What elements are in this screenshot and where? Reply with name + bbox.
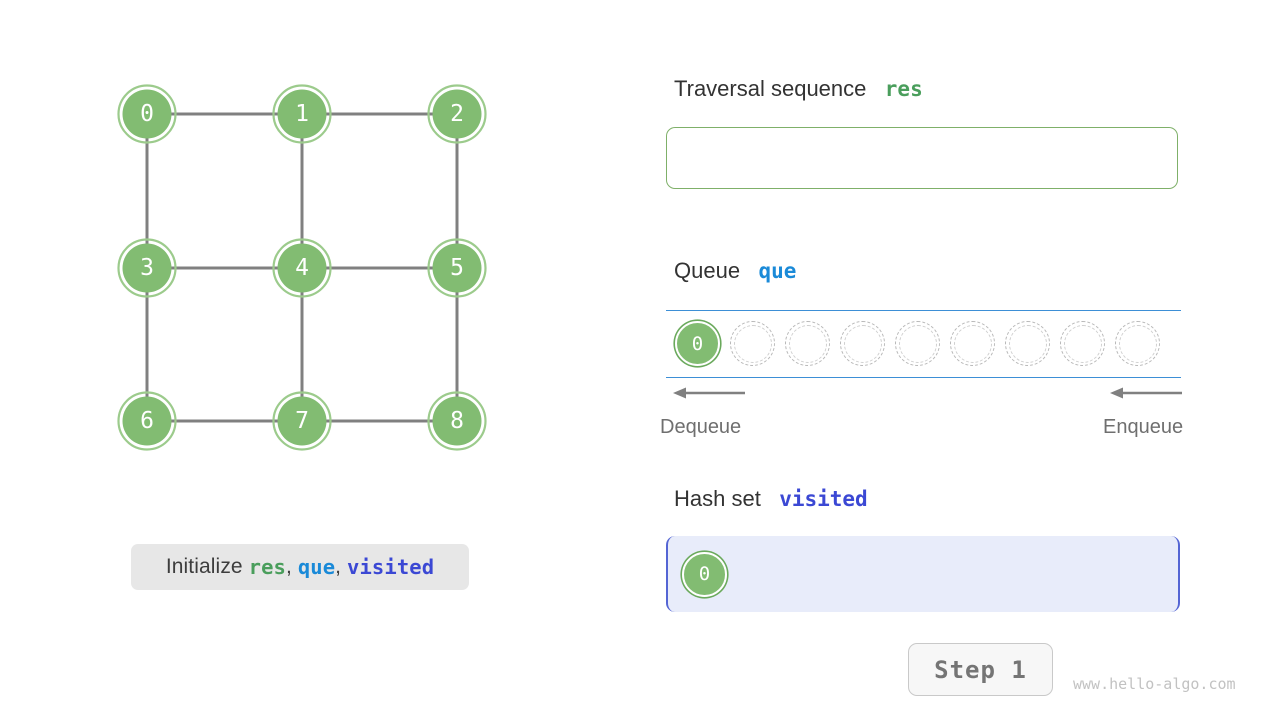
graph-node-5[interactable]: 5: [427, 238, 487, 298]
hash-set-item: 0: [682, 551, 727, 597]
graph-node-label: 3: [140, 255, 154, 281]
graph-node-ring: [427, 391, 487, 451]
dequeue-label: Dequeue: [660, 416, 742, 438]
queue-slot: 0: [670, 310, 725, 377]
graph-node-ring: [427, 238, 487, 298]
queue-slot: [1110, 310, 1165, 377]
graph-node-circle: [432, 396, 482, 446]
caption-res: res: [248, 555, 286, 579]
graph-node-ring: [272, 391, 332, 451]
graph-node-circle: [432, 243, 482, 293]
queue-title-prefix: Queue: [674, 258, 741, 283]
graph-nodes: 0 1 2 3 4 5 6 7 8: [117, 84, 487, 451]
res-container: [666, 127, 1178, 189]
queue-empty-slot: [950, 321, 995, 366]
caption-comma-1: ,: [285, 555, 292, 578]
queue-empty-slot: [1060, 321, 1105, 366]
queue-rail-bottom: [666, 377, 1181, 378]
res-title-prefix: Traversal sequence: [674, 76, 867, 101]
queue-empty-slot: [1115, 321, 1160, 366]
state-panel: Traversal sequence res Queue que 0 Deque…: [640, 0, 1280, 720]
watermark: www.hello-algo.com: [1073, 675, 1236, 693]
graph-node-ring: [272, 84, 332, 144]
caption-visited: visited: [347, 555, 435, 579]
hash-set-container: 0: [666, 536, 1180, 612]
queue-title-variable: que: [758, 259, 797, 283]
hash-section-title: Hash set visited: [674, 486, 868, 512]
graph-node-1[interactable]: 1: [272, 84, 332, 144]
graph-panel: 0 1 2 3 4 5 6 7 8 Initialize res , que , visited: [0, 0, 620, 720]
graph-node-2[interactable]: 2: [427, 84, 487, 144]
graph-node-circle: [277, 243, 327, 293]
graph-node-ring: [117, 238, 177, 298]
queue-empty-slot: [730, 321, 775, 366]
queue-slot: [780, 310, 835, 377]
graph-node-label: 6: [140, 408, 154, 434]
queue-slot: [835, 310, 890, 377]
graph-node-circle: [277, 396, 327, 446]
graph-edges: [145, 112, 459, 423]
graph-node-0[interactable]: 0: [117, 84, 177, 144]
queue-slot: [945, 310, 1000, 377]
queue-empty-slot: [785, 321, 830, 366]
enqueue-arrow-icon: [1110, 387, 1182, 399]
enqueue-label: Enqueue: [1103, 416, 1184, 438]
graph-node-ring: [427, 84, 487, 144]
caption-comma-2: ,: [335, 555, 342, 578]
graph-node-circle: [122, 396, 172, 446]
queue-empty-slot: [840, 321, 885, 366]
graph-node-6[interactable]: 6: [117, 391, 177, 451]
graph-node-label: 7: [295, 408, 309, 434]
step-badge: Step 1: [908, 643, 1053, 696]
queue-container: 0: [666, 310, 1181, 378]
graph-node-ring: [117, 391, 177, 451]
res-section-title: Traversal sequence res: [674, 76, 923, 102]
graph-node-ring: [117, 84, 177, 144]
graph-node-circle: [277, 89, 327, 139]
queue-item: 0: [675, 321, 720, 366]
graph-caption: Initialize res , que , visited: [131, 544, 469, 590]
graph-node-3[interactable]: 3: [117, 238, 177, 298]
queue-empty-slot: [1005, 321, 1050, 366]
caption-que: que: [297, 555, 336, 579]
graph-node-circle: [122, 89, 172, 139]
graph-node-7[interactable]: 7: [272, 391, 332, 451]
queue-slot: [1055, 310, 1110, 377]
graph-node-label: 4: [295, 255, 309, 281]
queue-slots: 0: [670, 310, 1181, 377]
caption-prefix: Initialize: [165, 555, 243, 578]
bfs-graph-svg: 0 1 2 3 4 5 6 7 8: [117, 84, 487, 451]
queue-slot: [725, 310, 780, 377]
graph-node-label: 2: [450, 101, 464, 127]
graph-node-label: 1: [295, 101, 309, 127]
graph-node-label: 0: [140, 101, 154, 127]
queue-slot: [1000, 310, 1055, 377]
hash-title-prefix: Hash set: [674, 486, 761, 511]
hash-title-variable: visited: [779, 487, 868, 511]
graph-node-ring: [272, 238, 332, 298]
graph-node-circle: [122, 243, 172, 293]
graph-node-4[interactable]: 4: [272, 238, 332, 298]
graph-node-circle: [432, 89, 482, 139]
graph-node-label: 8: [450, 408, 464, 434]
res-title-variable: res: [884, 77, 923, 101]
queue-empty-slot: [895, 321, 940, 366]
graph-node-8[interactable]: 8: [427, 391, 487, 451]
dequeue-arrow-icon: [673, 387, 745, 399]
queue-section-title: Queue que: [674, 258, 796, 284]
queue-rail-top: [666, 310, 1181, 311]
queue-slot: [890, 310, 945, 377]
graph-node-label: 5: [450, 255, 464, 281]
